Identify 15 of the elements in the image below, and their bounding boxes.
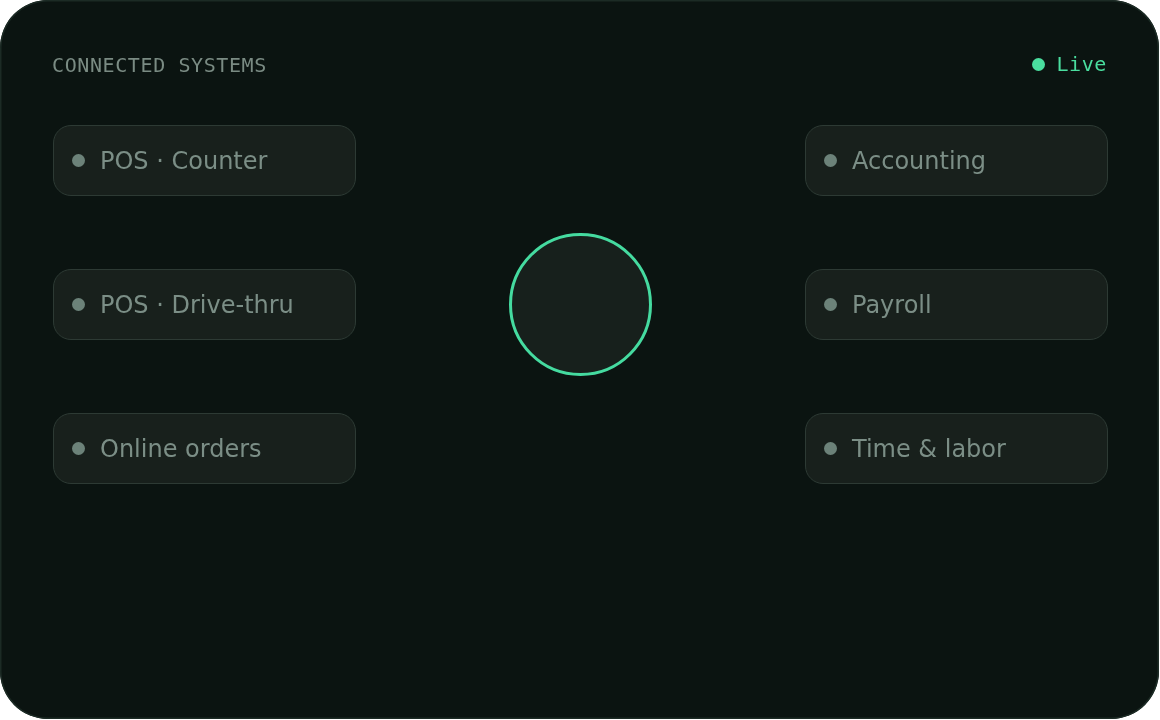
system-box [53,269,356,340]
system-box [805,125,1108,196]
system-name: Payroll [852,289,932,320]
system-name: POS · Counter [100,145,268,176]
system-name: Time & labor [852,433,1006,464]
status-label: Live [1056,52,1107,76]
hub-circle [509,233,652,376]
system-name: Online orders [100,433,262,464]
panel-title: CONNECTED SYSTEMS [52,53,267,77]
system-name: POS · Drive-thru [100,289,294,320]
system-box [53,125,356,196]
system-box [805,269,1108,340]
system-box [53,413,356,484]
system-box [805,413,1108,484]
system-name: Accounting [852,145,986,176]
